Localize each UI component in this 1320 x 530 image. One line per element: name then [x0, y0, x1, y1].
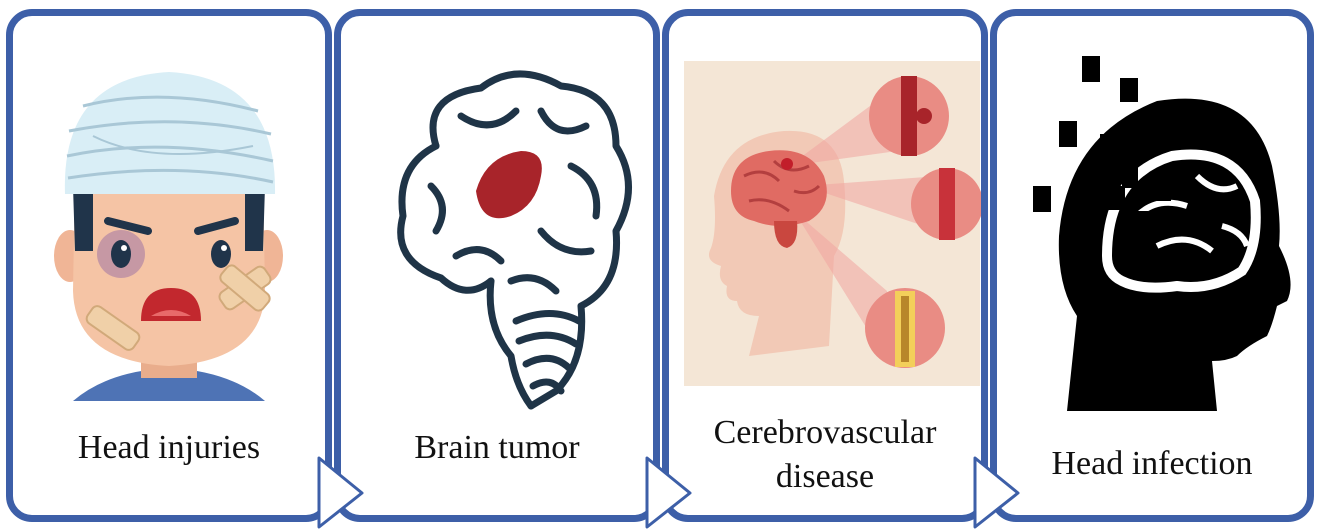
head-vessel-icon: [669, 16, 981, 416]
arrow-right-icon: [316, 455, 368, 530]
step-label: Cerebrovascular disease: [669, 411, 981, 499]
step-card-head-infection: Head infection: [990, 9, 1314, 522]
step-card-head-injuries: Head injuries: [6, 9, 332, 522]
arrow-right-icon: [644, 455, 696, 530]
brain-tumor-icon: [341, 16, 653, 416]
step-label: Head infection: [997, 444, 1307, 484]
step-card-cerebrovascular-disease: Cerebrovascular disease: [662, 9, 988, 522]
step-label: Head injuries: [13, 428, 325, 468]
step-label: Brain tumor: [341, 428, 653, 468]
bandaged-head-icon: [13, 16, 325, 416]
step-card-brain-tumor: Brain tumor: [334, 9, 660, 522]
pixelated-head-icon: [997, 16, 1307, 416]
arrow-right-icon: [972, 455, 1024, 530]
